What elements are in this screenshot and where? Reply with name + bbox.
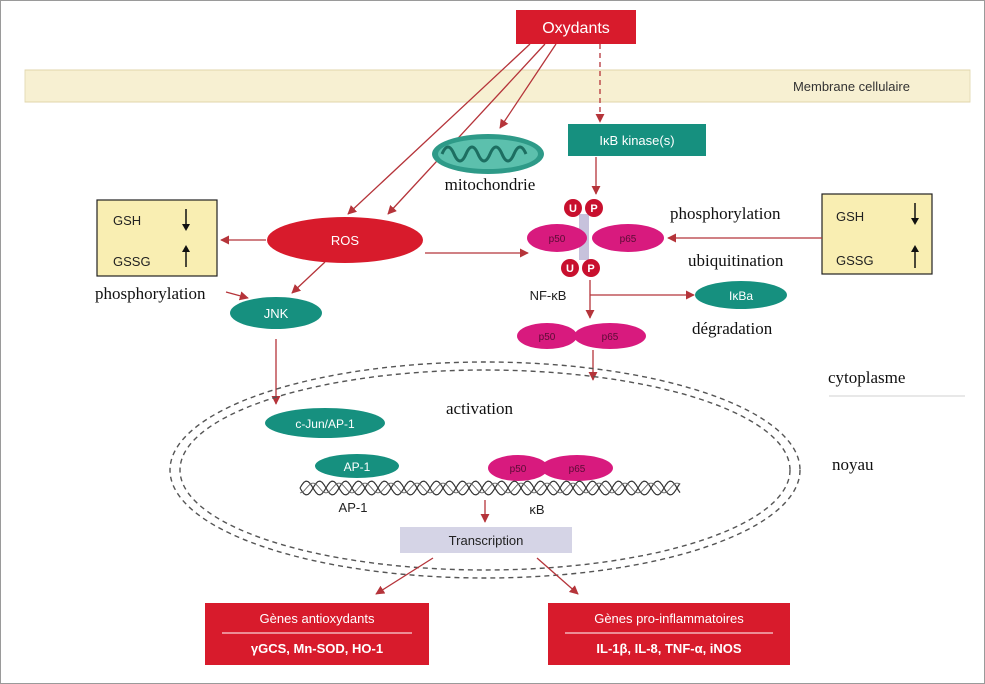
oxidants-box — [516, 10, 636, 44]
ap1-protein-ellipse — [315, 454, 399, 478]
ros-label: ROS — [331, 233, 360, 248]
antioxidant-genes-list: γGCS, Mn-SOD, HO-1 — [251, 641, 383, 656]
arrow-oxidants-to-mito — [499, 43, 557, 129]
right-gsh-label: GSH — [836, 209, 864, 224]
svg-text:p65: p65 — [620, 234, 637, 245]
ap1-site-label: AP-1 — [339, 500, 368, 515]
svg-text:P: P — [590, 203, 597, 215]
svg-text:P: P — [587, 263, 594, 275]
right-gsh-down-arrow-icon — [911, 203, 919, 225]
left-gsh-label: GSH — [113, 213, 141, 228]
right-gsh-box — [821, 193, 933, 275]
phosphorylation-right-label: phosphorylation — [670, 204, 781, 223]
antioxidant-genes-box — [205, 603, 429, 665]
svg-text:p50: p50 — [510, 464, 527, 475]
svg-text:U: U — [566, 263, 574, 275]
membrane-label: Membrane cellulaire — [793, 79, 910, 94]
nfkb-label: NF-κB — [530, 288, 567, 303]
degradation-label: dégradation — [692, 319, 773, 338]
mitochondria-icon — [432, 134, 544, 174]
ikba-ellipse — [695, 281, 787, 309]
ikk-label: IκB kinase(s) — [599, 133, 674, 148]
svg-text:p50: p50 — [539, 332, 556, 343]
arrow-ros-to-jnk — [291, 261, 326, 294]
right-gssg-label: GSSG — [836, 253, 874, 268]
antioxidant-genes-title: Gènes antioxydants — [260, 611, 375, 626]
jnk-ellipse — [230, 297, 322, 329]
nucleus-inner — [179, 369, 791, 571]
nucleus-outer — [169, 361, 801, 579]
dna-bound-nfkb: p50 p65 — [488, 455, 613, 481]
proinflammatory-genes-title: Gènes pro-inflammatoires — [594, 611, 744, 626]
ros-ellipse — [267, 217, 423, 263]
arrow-oxidants-to-ros — [347, 43, 531, 215]
activation-label: activation — [446, 399, 514, 418]
arrow-oxidants-to-ros-2 — [387, 43, 546, 215]
mitochondria-label: mitochondrie — [445, 175, 536, 194]
left-gssg-label: GSSG — [113, 254, 151, 269]
oxidants-label: Oxydants — [542, 20, 610, 37]
ubiquitination-label: ubiquitination — [688, 251, 784, 270]
ubiquitin-top-icon — [564, 199, 582, 217]
dna-helix — [299, 480, 681, 496]
phosphorylation-left-label: phosphorylation — [95, 284, 206, 303]
phosphate-top-icon — [585, 199, 603, 217]
left-gssg-up-arrow-icon — [182, 245, 190, 267]
ubiquitin-bottom-icon — [561, 259, 579, 277]
ap1-protein-label: AP-1 — [344, 460, 371, 474]
nfkb-complex: p50 p65 U P U P — [527, 199, 664, 277]
svg-text:U: U — [569, 203, 577, 215]
kb-site-label: κB — [529, 502, 544, 517]
phosphate-bottom-icon — [582, 259, 600, 277]
arrow-to-antioxidant-genes — [375, 557, 434, 595]
cjun-label: c-Jun/AP-1 — [295, 417, 355, 431]
left-gsh-down-arrow-icon — [182, 209, 190, 231]
transcription-box — [400, 527, 572, 553]
arrow-to-proinflammatory-genes — [536, 557, 579, 595]
free-nfkb-dimer: p50 p65 — [517, 323, 646, 349]
cytoplasm-label: cytoplasme — [828, 368, 905, 387]
svg-text:p50: p50 — [549, 234, 566, 245]
ikk-box — [568, 124, 706, 156]
svg-text:p65: p65 — [569, 464, 586, 475]
proinflammatory-genes-box — [548, 603, 790, 665]
transcription-label: Transcription — [449, 533, 524, 548]
right-gssg-up-arrow-icon — [911, 245, 919, 268]
nucleus-label: noyau — [832, 455, 874, 474]
ikba-label: IκBa — [729, 289, 753, 303]
proinflammatory-genes-list: IL-1β, IL-8, TNF-α, iNOS — [596, 641, 742, 656]
svg-text:p65: p65 — [602, 332, 619, 343]
cjun-ellipse — [265, 408, 385, 438]
jnk-label: JNK — [264, 306, 289, 321]
left-gsh-box — [96, 199, 218, 277]
